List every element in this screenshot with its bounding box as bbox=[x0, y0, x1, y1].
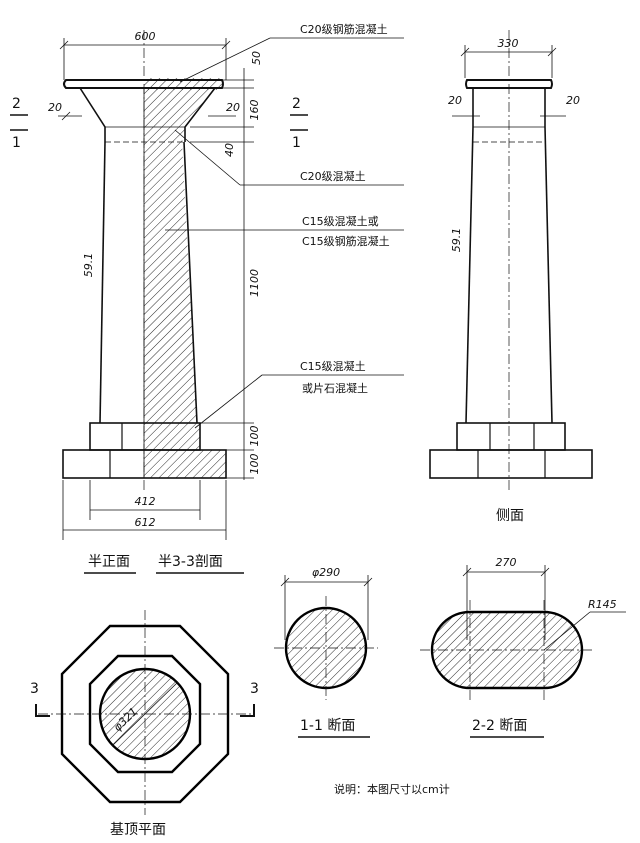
mark-2-left: 2 bbox=[12, 96, 21, 112]
mark-1-right: 1 bbox=[292, 135, 301, 151]
section-1-1: φ290 bbox=[274, 566, 378, 700]
dim-base1: 100 bbox=[248, 426, 261, 447]
dim-side-offset-left: 20 bbox=[448, 94, 462, 107]
dim-side-batter: 59.1 bbox=[450, 228, 463, 253]
mark-2-right: 2 bbox=[292, 96, 301, 112]
material-callouts: C20级钢筋混凝土 C20级混凝土 C15级混凝土或 C15级钢筋混凝土 C15… bbox=[165, 22, 404, 429]
dim-shaft-height: 1100 bbox=[248, 269, 261, 297]
caption-sec-1-1: 1-1 断面 bbox=[300, 718, 355, 734]
dim-offset-left: 20 bbox=[48, 101, 62, 114]
callout-c15-line1: C15级混凝土或 bbox=[302, 214, 379, 228]
mark-1-left: 1 bbox=[12, 135, 21, 151]
section-marks: 2 1 2 1 bbox=[10, 96, 308, 151]
callout-c15-rubble-line1: C15级混凝土 bbox=[300, 359, 366, 373]
caption-sec-2-2: 2-2 断面 bbox=[472, 718, 527, 734]
caption-plan: 基顶平面 bbox=[110, 821, 166, 838]
dim-dia-290: φ290 bbox=[312, 566, 340, 579]
section-hatch bbox=[144, 88, 215, 423]
dim-batter: 59.1 bbox=[82, 253, 95, 278]
drawing-note: 说明：本图尺寸以cm计 bbox=[334, 782, 450, 796]
dim-40: 40 bbox=[223, 143, 236, 157]
caption-side: 侧面 bbox=[496, 508, 524, 524]
dim-offset-right: 20 bbox=[226, 101, 240, 114]
dim-top-width: 600 bbox=[135, 30, 156, 43]
section-2-2: 270 R145 bbox=[420, 556, 626, 700]
dim-side-offset-right: 20 bbox=[566, 94, 580, 107]
cap-hatch bbox=[144, 78, 224, 90]
base-plan: φ321 3 3 bbox=[30, 610, 259, 815]
callout-c15-rubble-line2: 或片石混凝土 bbox=[302, 381, 368, 395]
dim-r-145: R145 bbox=[588, 598, 617, 611]
callout-c15-line2: C15级钢筋混凝土 bbox=[302, 234, 390, 248]
front-dimensions: 600 50 160 40 1100 100 100 20 20 59.1 41… bbox=[48, 30, 263, 540]
dim-base-w1: 412 bbox=[135, 495, 156, 508]
side-elevation: 330 20 20 59.1 bbox=[429, 30, 593, 490]
mark-3-right: 3 bbox=[250, 681, 259, 697]
dim-neck-height: 160 bbox=[248, 100, 261, 121]
dim-side-width: 330 bbox=[498, 37, 519, 50]
front-elevation bbox=[62, 30, 227, 490]
caption-half-front: 半正面 bbox=[88, 554, 130, 570]
callout-c20: C20级混凝土 bbox=[300, 169, 366, 183]
dim-base-w2: 612 bbox=[135, 516, 156, 529]
dim-len-270: 270 bbox=[496, 556, 517, 569]
dim-cap-height: 50 bbox=[250, 51, 263, 65]
caption-half-section: 半3-3剖面 bbox=[158, 554, 223, 570]
dim-base2: 100 bbox=[248, 454, 261, 475]
mark-3-left: 3 bbox=[30, 681, 39, 697]
callout-c20-rc: C20级钢筋混凝土 bbox=[300, 22, 388, 36]
